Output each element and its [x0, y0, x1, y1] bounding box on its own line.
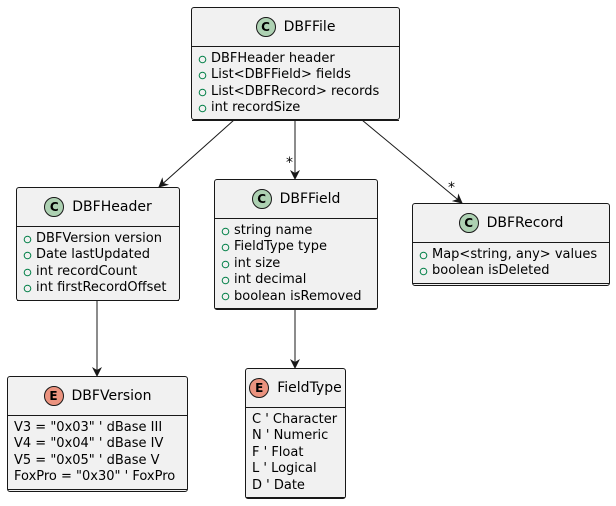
public-visibility-icon — [198, 71, 207, 80]
public-visibility-icon — [198, 88, 207, 97]
enum-value: N ' Numeric — [252, 428, 329, 444]
field-text: int firstRecordOffset — [36, 280, 167, 296]
class-name: DBFField — [279, 191, 341, 207]
field-text: int decimal — [234, 272, 307, 288]
public-visibility-icon — [221, 260, 230, 269]
public-visibility-icon — [221, 243, 230, 252]
field-text: DBFHeader header — [211, 51, 335, 66]
public-visibility-icon — [198, 104, 207, 113]
field-text: Map<string, any> values — [432, 247, 598, 262]
field-text: DBFVersion version — [36, 231, 162, 246]
field-row: List<DBFField> fields — [198, 67, 393, 83]
field-text: List<DBFField> fields — [211, 67, 351, 83]
field-text: FieldType type — [234, 239, 328, 255]
field-row: List<DBFRecord> records — [198, 84, 393, 100]
field-text: string name — [234, 223, 313, 238]
field-text: int recordCount — [36, 263, 138, 279]
field-row: int size — [221, 256, 371, 272]
enum-value-list: C ' Character N ' Numeric F ' Float L ' … — [246, 408, 345, 499]
enum-value: FoxPro = "0x30" ' FoxPro — [14, 469, 176, 485]
method-section — [17, 301, 179, 309]
method-section — [413, 284, 609, 292]
field-row: string name — [221, 223, 371, 239]
public-visibility-icon — [221, 227, 230, 236]
enum-badge-icon: E — [249, 378, 270, 398]
enum-fieldtype: E FieldType C ' Character N ' Numeric F … — [245, 368, 346, 499]
enum-badge-icon: E — [43, 386, 64, 406]
enum-value: V5 = "0x05" ' dBase V — [14, 452, 160, 468]
class-name: DBFHeader — [72, 199, 152, 215]
field-list: string name FieldType type int size int … — [215, 219, 377, 310]
field-text: int size — [234, 255, 281, 271]
class-badge-icon: C — [251, 189, 272, 209]
method-section — [215, 309, 377, 317]
public-visibility-icon — [419, 267, 428, 276]
class-dbfheader: C DBFHeader DBFVersion version Date last… — [16, 187, 180, 301]
field-row: Date lastUpdated — [23, 247, 173, 263]
class-badge-icon: C — [255, 17, 276, 37]
public-visibility-icon — [221, 276, 230, 285]
field-row: int recordSize — [198, 100, 393, 116]
enum-dbfversion: E DBFVersion V3 = "0x03" ' dBase III V4 … — [7, 376, 188, 492]
enum-value: D ' Date — [252, 477, 305, 493]
public-visibility-icon — [198, 55, 207, 64]
enum-name: FieldType — [277, 380, 342, 396]
enum-value: V4 = "0x04" ' dBase IV — [14, 436, 164, 452]
class-dbfrecord: C DBFRecord Map<string, any> values bool… — [412, 203, 610, 286]
class-name: DBFFile — [283, 19, 336, 35]
field-row: DBFVersion version — [23, 231, 173, 247]
field-row: FieldType type — [221, 239, 371, 255]
class-badge-icon: C — [458, 213, 479, 233]
arrow-dbffile-to-dbfheader — [158, 119, 235, 188]
method-section — [8, 490, 187, 498]
field-list: Map<string, any> values boolean isDelete… — [413, 243, 609, 284]
public-visibility-icon — [23, 235, 32, 244]
field-text: Date lastUpdated — [36, 247, 150, 263]
enum-value: L ' Logical — [252, 461, 317, 477]
class-badge-icon: C — [44, 197, 65, 217]
enum-value: V3 = "0x03" ' dBase III — [14, 420, 163, 435]
public-visibility-icon — [23, 284, 32, 293]
public-visibility-icon — [419, 251, 428, 260]
field-row: DBFHeader header — [198, 51, 393, 67]
class-name: DBFRecord — [486, 215, 564, 231]
field-row: boolean isDeleted — [419, 263, 603, 279]
class-dbffile: C DBFFile DBFHeader header List<DBFField… — [191, 7, 400, 121]
enum-value-list: V3 = "0x03" ' dBase III V4 = "0x04" ' dB… — [8, 416, 187, 490]
field-row: int decimal — [221, 272, 371, 288]
field-text: boolean isDeleted — [432, 263, 550, 279]
field-list: DBFVersion version Date lastUpdated int … — [17, 227, 179, 301]
multiplicity-records: * — [448, 180, 455, 196]
field-list: DBFHeader header List<DBFField> fields L… — [192, 47, 399, 121]
field-text: List<DBFRecord> records — [211, 83, 380, 99]
enum-value: F ' Float — [252, 444, 304, 460]
field-row: Map<string, any> values — [419, 247, 603, 263]
field-text: boolean isRemoved — [234, 288, 362, 304]
arrow-dbffile-to-dbfrecord — [361, 119, 463, 204]
field-text: int recordSize — [211, 100, 301, 116]
public-visibility-icon — [23, 251, 32, 260]
public-visibility-icon — [221, 292, 230, 301]
multiplicity-fields: * — [286, 155, 293, 171]
enum-value: C ' Character — [252, 412, 338, 427]
field-row: int firstRecordOffset — [23, 280, 173, 296]
public-visibility-icon — [23, 268, 32, 277]
method-section — [192, 121, 399, 129]
field-row: boolean isRemoved — [221, 289, 371, 305]
field-row: int recordCount — [23, 264, 173, 280]
enum-name: DBFVersion — [71, 388, 152, 404]
class-dbffield: C DBFField string name FieldType type in… — [214, 179, 378, 310]
